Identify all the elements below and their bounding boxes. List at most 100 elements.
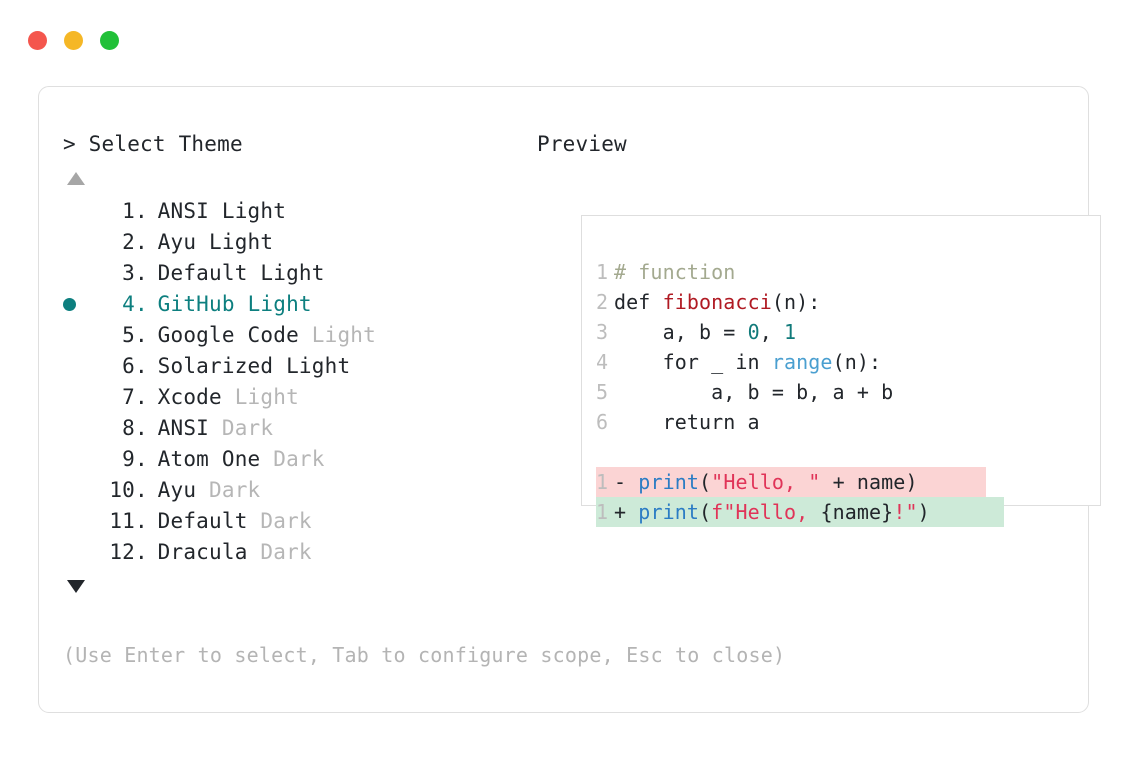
code-line-text: for _ in range(n): [614, 347, 881, 377]
code-token: def [614, 290, 663, 314]
code-line: 3 a, b = 0, 1 [596, 317, 1100, 347]
theme-list-item[interactable]: 4.GitHub Light [63, 289, 533, 320]
theme-list-item[interactable]: 1.ANSI Light [63, 196, 533, 227]
code-token: # function [614, 260, 736, 284]
selection-bullet-slot [63, 351, 93, 382]
code-line: 4 for _ in range(n): [596, 347, 1100, 377]
theme-item-name: Ayu [157, 478, 197, 502]
code-token: !" [893, 500, 918, 524]
code-token: for _ in [614, 350, 772, 374]
code-line-number: 6 [596, 410, 609, 434]
theme-item-spacer [248, 537, 261, 568]
theme-list-item[interactable]: 11. Default Dark [63, 506, 533, 537]
theme-item-spacer [248, 506, 261, 537]
selection-bullet-slot [63, 444, 93, 475]
code-line-text: a, b = b, a + b [614, 377, 893, 407]
diff-sign: - [614, 470, 639, 494]
selection-bullet-slot [63, 506, 93, 537]
theme-item-index-dot: . [135, 385, 148, 409]
keyboard-hint: (Use Enter to select, Tab to configure s… [63, 643, 786, 667]
theme-list-item[interactable]: 2.Ayu Light [63, 227, 533, 258]
theme-item-name: Default [157, 509, 248, 533]
selection-bullet-slot [63, 196, 93, 227]
code-token: "Hello, " [711, 470, 821, 494]
theme-item-variant: Light [221, 199, 287, 223]
theme-item-variant: Light [247, 292, 312, 316]
theme-item-index: 8 [122, 416, 135, 440]
theme-list-item[interactable]: 5.Google Code Light [63, 320, 533, 351]
code-token: print [638, 470, 700, 494]
diff-sign: + [614, 500, 639, 524]
theme-list-item[interactable]: 12.Dracula Dark [63, 537, 533, 568]
theme-item-spacer [260, 444, 273, 475]
theme-item-variant: Light [209, 230, 274, 254]
theme-item-index-dot: . [135, 230, 148, 254]
code-line: 1# function [596, 257, 1100, 287]
theme-item-index-dot: . [135, 509, 148, 533]
selection-bullet-slot [63, 537, 93, 568]
theme-item-spacer [299, 320, 312, 351]
theme-item-spacer [209, 196, 222, 227]
diff-line: 1- print("Hello, " + name) [596, 467, 1100, 497]
theme-item-index-dot: . [135, 447, 148, 471]
code-line: 6 return a [596, 407, 1100, 437]
diff-highlight [596, 467, 986, 497]
scroll-up-arrow-icon[interactable] [67, 172, 85, 185]
selection-bullet-slot [63, 475, 93, 506]
code-token: + name) [820, 470, 918, 494]
theme-list-item[interactable]: 7.Xcode Light [63, 382, 533, 413]
theme-item-name: Xcode [157, 385, 222, 409]
theme-list-item[interactable]: 3.Default Light [63, 258, 533, 289]
code-token: fibonacci [662, 290, 772, 314]
selection-bullet-slot [63, 413, 93, 444]
theme-list-item[interactable]: 6.Solarized Light [63, 351, 533, 382]
theme-item-variant: Dark [260, 509, 312, 533]
scroll-down-arrow-icon[interactable] [67, 580, 85, 593]
code-token: ) [917, 500, 930, 524]
theme-item-index-dot: . [135, 292, 148, 316]
code-token: print [638, 500, 700, 524]
theme-item-index: 12 [109, 540, 135, 564]
code-token: f"Hello, [711, 500, 821, 524]
theme-item-variant: Dark [209, 478, 261, 502]
code-line-number: 5 [596, 380, 609, 404]
theme-item-variant: Dark [221, 416, 274, 440]
theme-item-spacer [235, 289, 248, 320]
window-close-button[interactable] [28, 31, 47, 50]
window-minimize-button[interactable] [64, 31, 83, 50]
code-token: a, b = [614, 320, 748, 344]
theme-item-spacer [273, 351, 286, 382]
theme-item-name: Dracula [157, 540, 248, 564]
code-token: return a [614, 410, 760, 434]
theme-item-index-dot: . [135, 261, 148, 285]
theme-item-name: Google Code [157, 323, 299, 347]
window-maximize-button[interactable] [100, 31, 119, 50]
code-line-number: 1 [596, 500, 609, 524]
theme-item-index: 7 [122, 385, 135, 409]
theme-list-item[interactable]: 9.Atom One Dark [63, 444, 533, 475]
code-token: 1 [784, 320, 797, 344]
theme-item-index: 11 [109, 509, 135, 533]
theme-item-index: 9 [122, 447, 135, 471]
code-line-text: def fibonacci(n): [614, 287, 820, 317]
theme-item-name: ANSI [157, 199, 210, 223]
code-token: (n): [771, 290, 821, 314]
code-line-number: 2 [596, 290, 609, 314]
code-token: , [759, 320, 785, 344]
theme-list-item[interactable]: 8.ANSI Dark [63, 413, 533, 444]
selection-bullet-slot [63, 320, 93, 351]
code-line-text: a, b = 0, 1 [614, 317, 797, 347]
selection-bullet-slot [63, 227, 93, 258]
code-line-number: 1 [596, 260, 609, 284]
window-titlebar [28, 31, 119, 50]
theme-item-index-dot: . [135, 199, 148, 223]
theme-item-spacer [248, 258, 261, 289]
code-line-text: return a [614, 407, 760, 437]
theme-item-index: 10 [109, 478, 135, 502]
theme-item-variant: Light [260, 261, 325, 285]
theme-item-name: Atom One [157, 447, 261, 471]
theme-item-variant: Light [286, 354, 351, 378]
theme-list-item[interactable]: 10.Ayu Dark [63, 475, 533, 506]
